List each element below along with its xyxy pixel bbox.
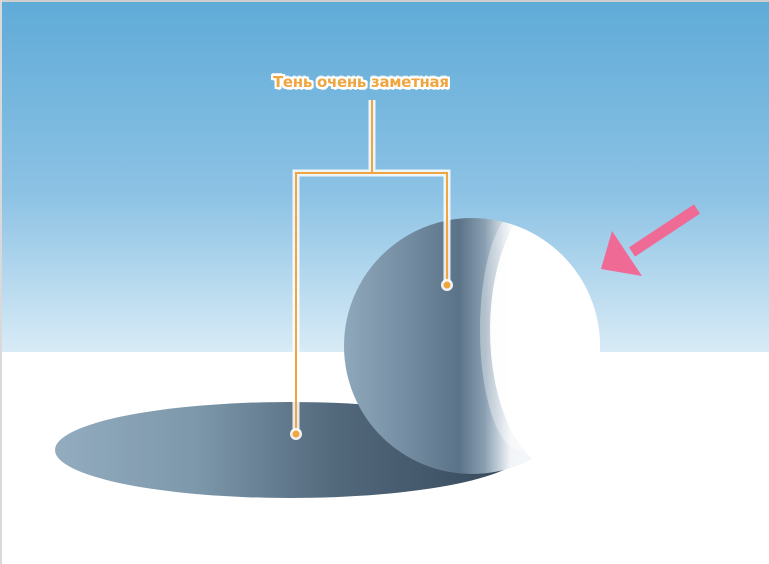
callout-dot-shadow-inner [292,430,300,438]
frame-border-left [0,0,2,564]
callout-label: Тень очень заметная [273,73,449,91]
frame-border-top [0,0,769,2]
callout-leader-lines [292,100,451,434]
arrow-icon [601,204,701,276]
callout-dot-sphere-inner [443,281,451,289]
